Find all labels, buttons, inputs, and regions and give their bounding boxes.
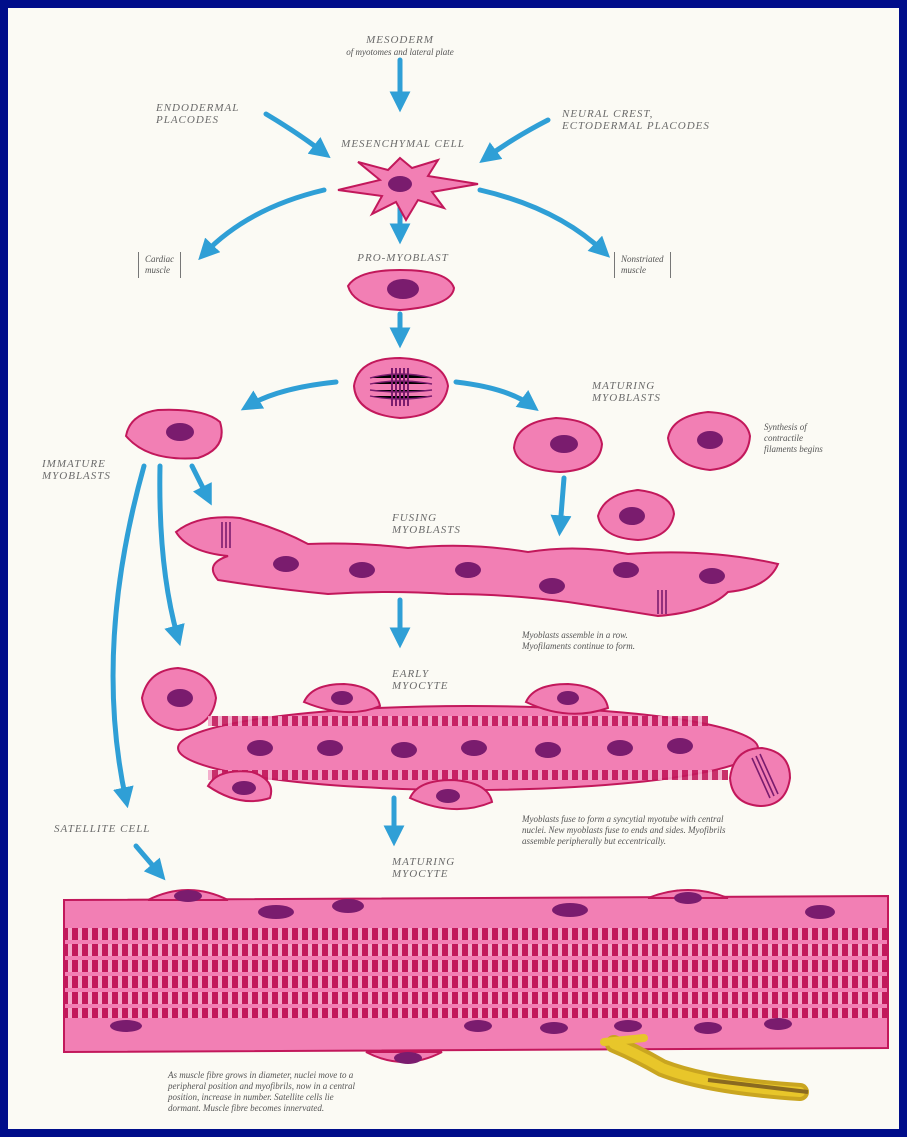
label-cardiac: Cardiac muscle bbox=[138, 252, 181, 278]
note-fibre: As muscle fibre grows in diameter, nucle… bbox=[168, 1070, 355, 1114]
maturing-myocyte-fibre bbox=[64, 890, 888, 1064]
label-synthesis: Synthesis of contractile filaments begin… bbox=[764, 422, 823, 455]
label-mesenchymal: MESENCHYMAL CELL bbox=[328, 138, 478, 150]
label-pro-myoblast: PRO-MYOBLAST bbox=[338, 252, 468, 264]
pro-myoblast-cell bbox=[348, 270, 454, 310]
note-fuse: Myoblasts fuse to form a syncytial myotu… bbox=[522, 814, 725, 847]
label-immature-myoblasts: IMMATURE MYOBLASTS bbox=[42, 458, 111, 482]
arrow-immature-to-satellite bbox=[113, 466, 144, 800]
myogenesis-diagram bbox=[8, 8, 899, 1129]
mesenchymal-cell bbox=[338, 158, 478, 220]
maturing-myoblast-cells bbox=[514, 412, 750, 540]
arrow-to-maturing bbox=[456, 382, 532, 406]
arrow-to-cardiac bbox=[204, 190, 324, 254]
diagram-panel: MESODERM of myotomes and lateral plate E… bbox=[8, 8, 899, 1129]
label-maturing-myoblasts: MATURING MYOBLASTS bbox=[592, 380, 661, 404]
dividing-cell bbox=[354, 358, 448, 418]
immature-myoblast-cell bbox=[126, 410, 222, 459]
arrow-satellite-to-fibre bbox=[136, 846, 160, 874]
label-fusing-myoblasts: FUSING MYOBLASTS bbox=[392, 512, 461, 536]
label-maturing-myocyte: MATURING MYOCYTE bbox=[392, 856, 455, 880]
note-row: Myoblasts assemble in a row. Myofilament… bbox=[522, 630, 635, 652]
label-satellite-cell: SATELLITE CELL bbox=[54, 823, 150, 835]
early-myocyte bbox=[178, 684, 790, 809]
label-mesoderm-sub: of myotomes and lateral plate bbox=[308, 47, 492, 58]
label-mesoderm: MESODERM bbox=[353, 34, 447, 46]
label-early-myocyte: EARLY MYOCYTE bbox=[392, 668, 449, 692]
label-neural-crest: NEURAL CREST, ECTODERMAL PLACODES bbox=[562, 108, 710, 132]
label-nonstriated: Nonstriated muscle bbox=[614, 252, 671, 278]
arrow-neural-crest bbox=[486, 120, 548, 158]
arrow-immature-to-fusing bbox=[192, 466, 208, 498]
label-endodermal: ENDODERMAL PLACODES bbox=[156, 102, 239, 126]
fusing-myoblasts-row bbox=[176, 517, 778, 616]
arrow-maturing-to-fusing bbox=[560, 478, 564, 528]
arrow-endodermal bbox=[266, 114, 324, 153]
arrow-to-nonstriated bbox=[480, 190, 604, 252]
arrow-immature-to-free bbox=[160, 466, 178, 638]
arrow-to-immature bbox=[248, 382, 336, 406]
free-myoblast-cell bbox=[142, 668, 216, 730]
